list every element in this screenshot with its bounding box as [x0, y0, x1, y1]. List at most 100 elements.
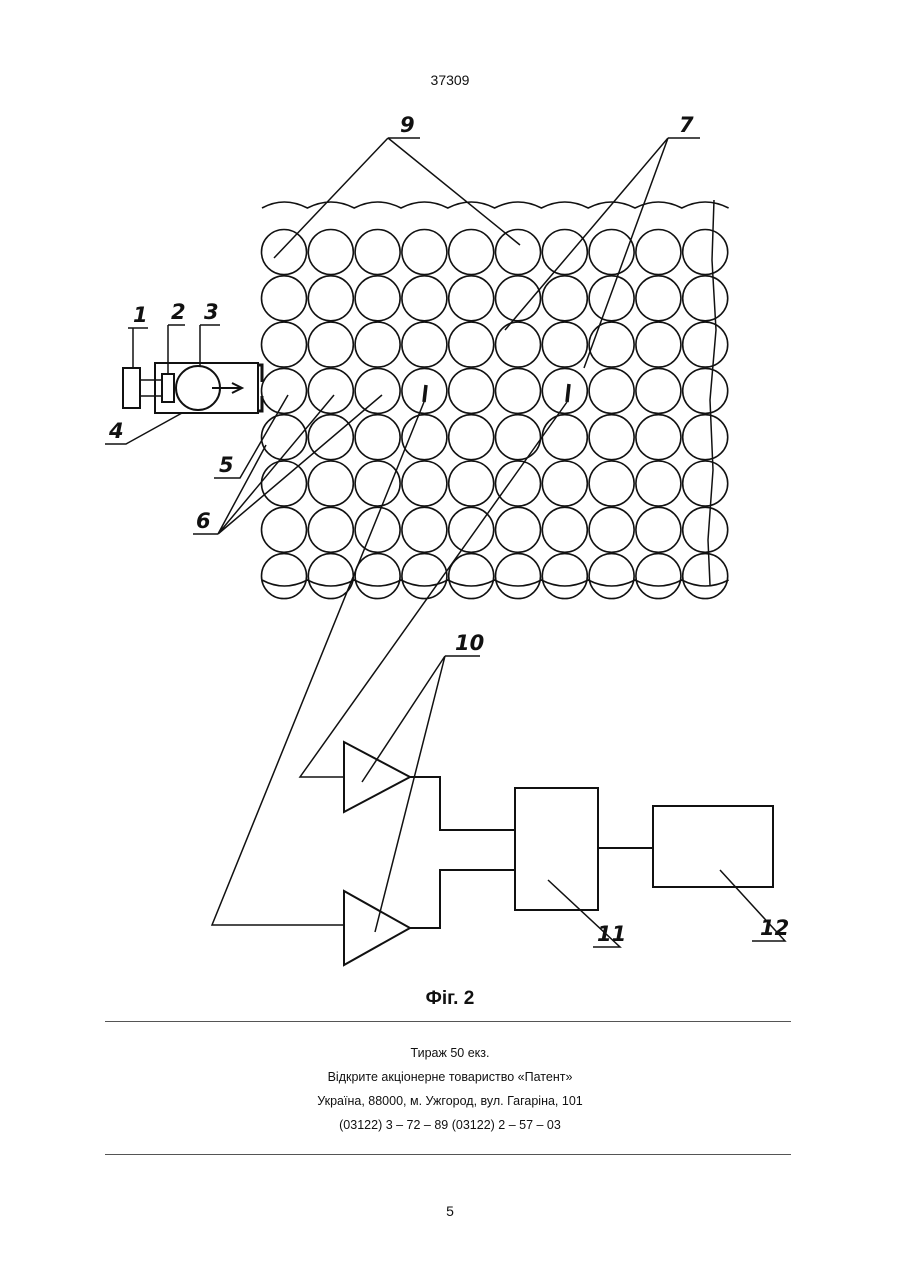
top-divider	[105, 1021, 791, 1022]
amplifier-upper	[344, 742, 410, 812]
granule-circle	[496, 554, 541, 599]
granule-circle	[542, 276, 587, 321]
granule-circle	[683, 554, 728, 599]
granule-circle	[262, 368, 307, 413]
figure-drawing: 9 7 1 2 3 4 5 6 10 11 12	[100, 100, 800, 980]
label-11: 11	[597, 922, 626, 946]
grid-top-edge	[262, 202, 729, 208]
granule-circle	[683, 415, 728, 460]
granule-circle	[449, 461, 494, 506]
granule-circle	[496, 507, 541, 552]
granule-circle	[589, 415, 634, 460]
sensor-mark-right	[567, 384, 569, 402]
granule-circle	[308, 368, 353, 413]
granule-circle	[308, 415, 353, 460]
document-number: 37309	[0, 72, 900, 88]
granule-circle	[542, 322, 587, 367]
granule-circle	[589, 276, 634, 321]
sensor-mark-left	[424, 385, 426, 402]
granule-circle	[589, 368, 634, 413]
granule-circle	[636, 554, 681, 599]
granule-circle	[636, 276, 681, 321]
granule-circle	[262, 322, 307, 367]
granule-circle	[683, 230, 728, 275]
granule-circle	[542, 368, 587, 413]
block-12	[653, 806, 773, 887]
amplifier-lower	[344, 891, 410, 965]
wire-sensor-left-amp-lower	[212, 402, 424, 925]
granule-circle	[589, 507, 634, 552]
granule-circle	[355, 415, 400, 460]
label-5: 5	[219, 453, 234, 477]
granule-circle	[542, 230, 587, 275]
granule-grid	[262, 202, 729, 599]
granule-circle	[402, 461, 447, 506]
granule-circle	[542, 554, 587, 599]
granule-circle	[589, 230, 634, 275]
label-7: 7	[679, 113, 694, 137]
granule-circle	[683, 322, 728, 367]
granule-circle	[589, 554, 634, 599]
granule-circle	[308, 507, 353, 552]
granule-circle	[589, 461, 634, 506]
grid-bottom-edge	[262, 580, 729, 586]
granule-circle	[449, 276, 494, 321]
granule-circle	[402, 276, 447, 321]
block-1	[123, 368, 140, 408]
granule-circle	[262, 276, 307, 321]
granule-circle	[542, 507, 587, 552]
granule-circle	[355, 554, 400, 599]
granule-circle	[355, 461, 400, 506]
imprint-phones: (03122) 3 – 72 – 89 (03122) 2 – 57 – 03	[0, 1116, 900, 1140]
granule-circle	[308, 461, 353, 506]
leader-1	[128, 328, 148, 368]
granule-circle	[402, 507, 447, 552]
label-6: 6	[196, 509, 211, 533]
label-9: 9	[400, 113, 415, 137]
granule-circle	[683, 368, 728, 413]
imprint-address: Україна, 88000, м. Ужгород, вул. Гагарін…	[0, 1092, 900, 1116]
granule-circle	[402, 415, 447, 460]
figure-caption: Фіг. 2	[0, 988, 900, 1010]
granule-circle	[402, 322, 447, 367]
granule-circle	[683, 276, 728, 321]
imprint-block: Тираж 50 екз. Відкрите акціонерне товари…	[0, 1044, 900, 1140]
granule-circle	[262, 461, 307, 506]
granule-circle	[683, 461, 728, 506]
granule-circle	[636, 230, 681, 275]
granule-circle	[308, 276, 353, 321]
leader-7	[505, 138, 700, 368]
granule-circle	[449, 368, 494, 413]
granule-circle	[636, 322, 681, 367]
grid-right-edge	[708, 200, 716, 585]
granule-circle	[683, 507, 728, 552]
page-number: 5	[0, 1203, 900, 1219]
granule-circle	[496, 322, 541, 367]
granule-circle	[262, 230, 307, 275]
granule-circle	[402, 230, 447, 275]
label-12: 12	[760, 916, 789, 940]
granule-circle	[449, 554, 494, 599]
granule-circle	[402, 554, 447, 599]
granule-circle	[636, 461, 681, 506]
block-11	[515, 788, 598, 910]
granule-circle	[496, 368, 541, 413]
granule-circle	[355, 230, 400, 275]
granule-circle	[355, 507, 400, 552]
granule-circle	[496, 415, 541, 460]
leader-2	[168, 325, 185, 374]
granule-circle	[308, 230, 353, 275]
granule-circle	[636, 415, 681, 460]
granule-circle	[449, 415, 494, 460]
granule-circle	[449, 230, 494, 275]
granule-circle	[355, 322, 400, 367]
patent-figure: 9 7 1 2 3 4 5 6 10 11 12	[100, 100, 800, 980]
granule-circle	[449, 322, 494, 367]
granule-circle	[262, 554, 307, 599]
granule-circle	[262, 507, 307, 552]
bottom-divider	[105, 1154, 791, 1155]
emission-arrow	[212, 383, 242, 393]
granule-circle	[355, 276, 400, 321]
granule-circle	[542, 461, 587, 506]
granule-circle	[589, 322, 634, 367]
